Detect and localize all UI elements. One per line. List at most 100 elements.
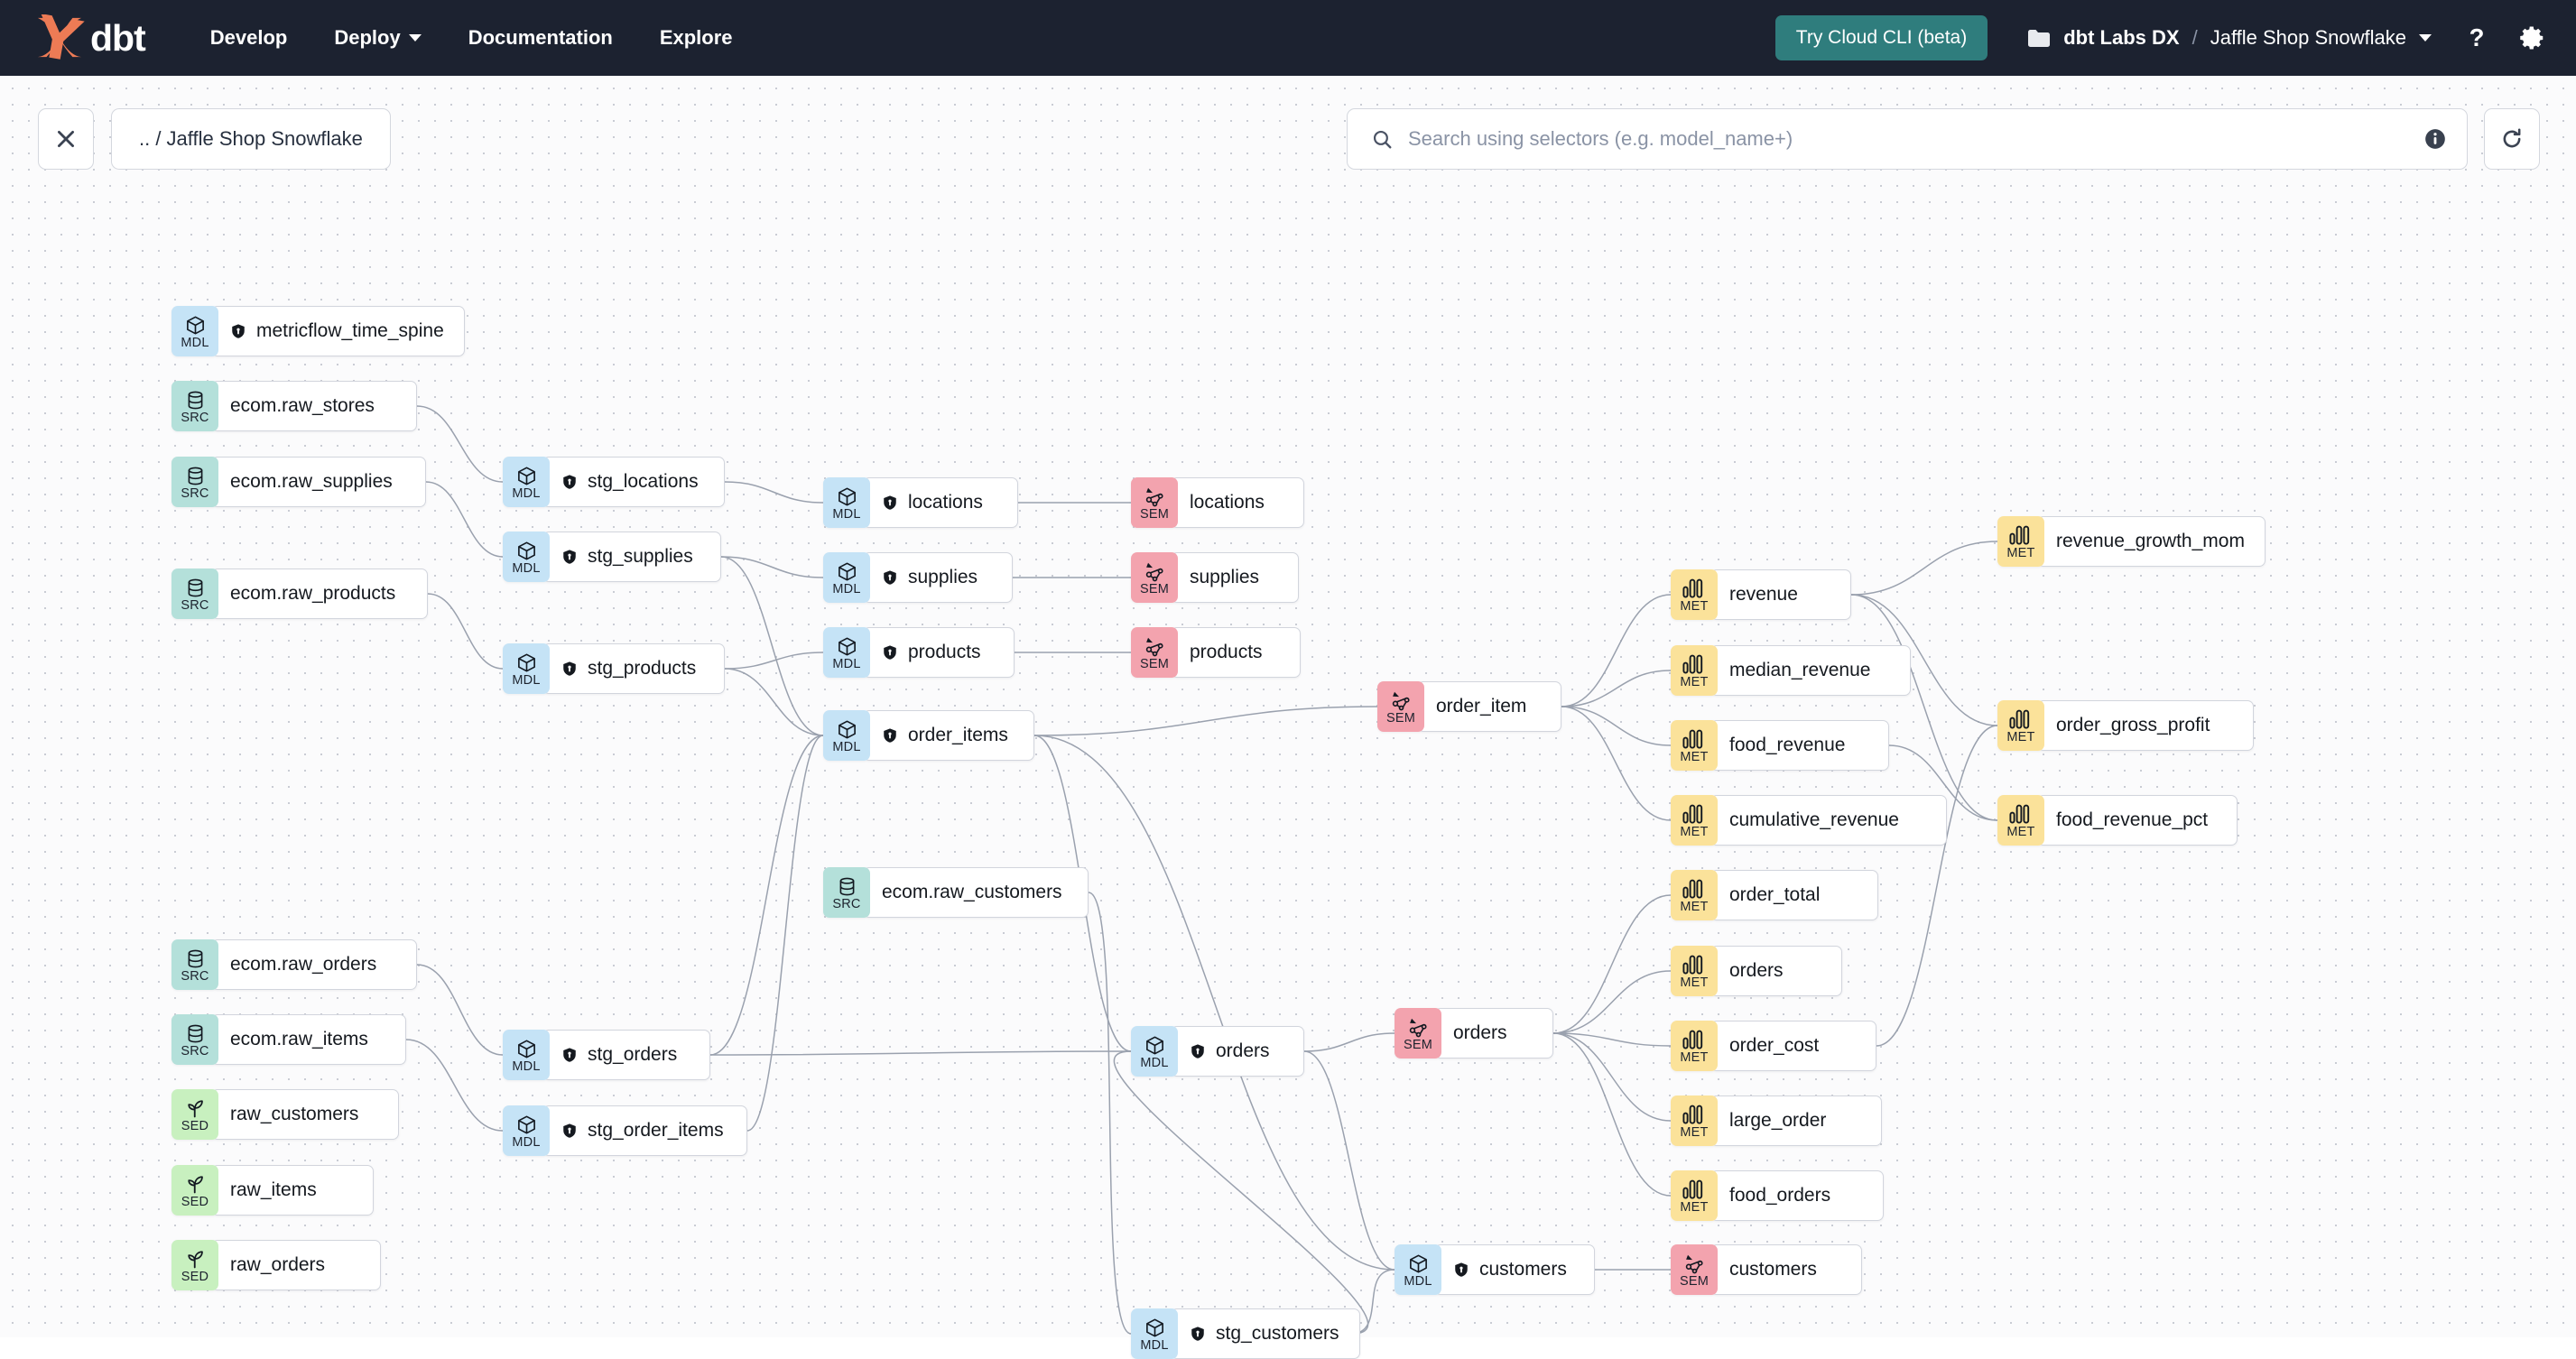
close-button[interactable] xyxy=(38,108,94,170)
try-cloud-cli-button[interactable]: Try Cloud CLI (beta) xyxy=(1774,15,1988,60)
node-body[interactable]: stg_products xyxy=(542,643,725,694)
nav-item-develop[interactable]: Develop xyxy=(187,17,311,59)
node-body[interactable]: stg_locations xyxy=(542,457,725,507)
node-body[interactable]: large_order xyxy=(1710,1096,1882,1146)
semantic-graph-icon xyxy=(1408,1016,1429,1038)
node-body[interactable]: food_orders xyxy=(1710,1170,1884,1221)
account-name[interactable]: dbt Labs DX xyxy=(2063,26,2180,49)
node-body[interactable]: ecom.raw_supplies xyxy=(211,457,426,507)
nav-item-explore[interactable]: Explore xyxy=(636,17,756,59)
node-body[interactable]: metricflow_time_spine xyxy=(211,306,465,356)
node-body[interactable]: order_item xyxy=(1417,681,1561,732)
project-selector[interactable]: Jaffle Shop Snowflake xyxy=(2210,26,2406,49)
node-body[interactable]: order_gross_profit xyxy=(2037,700,2254,751)
node-body[interactable]: stg_order_items xyxy=(542,1105,747,1156)
node-body[interactable]: stg_customers xyxy=(1171,1308,1360,1359)
help-icon[interactable]: ? xyxy=(2462,23,2491,52)
node-body[interactable]: orders xyxy=(1434,1008,1553,1059)
node-body[interactable]: median_revenue xyxy=(1710,645,1911,696)
node-body[interactable]: food_revenue_pct xyxy=(2037,795,2238,846)
node-body[interactable]: raw_customers xyxy=(211,1089,399,1140)
nav-item-deploy[interactable]: Deploy xyxy=(310,17,444,59)
node-body[interactable]: ecom.raw_orders xyxy=(211,939,417,990)
node-body[interactable]: products xyxy=(863,627,1015,678)
node-body[interactable]: raw_orders xyxy=(211,1240,381,1290)
lineage-canvas[interactable]: .. / Jaffle Shop Snowflake xyxy=(0,76,2576,1359)
node-body[interactable]: revenue xyxy=(1710,569,1851,620)
node-body[interactable]: raw_items xyxy=(211,1165,374,1216)
nav-item-documentation[interactable]: Documentation xyxy=(445,17,636,59)
search-input[interactable] xyxy=(1408,127,2423,151)
chevron-down-icon[interactable] xyxy=(2419,34,2432,42)
node-body[interactable]: ecom.raw_items xyxy=(211,1014,406,1065)
node-body[interactable]: supplies xyxy=(863,552,1013,603)
node-body[interactable]: ecom.raw_customers xyxy=(863,867,1089,918)
refresh-button[interactable] xyxy=(2484,108,2540,170)
node-body[interactable]: customers xyxy=(1710,1244,1862,1295)
node-body[interactable]: order_cost xyxy=(1710,1021,1876,1071)
gear-icon[interactable] xyxy=(2518,23,2547,52)
node-body[interactable]: order_items xyxy=(863,710,1034,761)
node-body[interactable]: order_total xyxy=(1710,870,1878,920)
node-body[interactable]: revenue_growth_mom xyxy=(2037,516,2266,567)
node-body[interactable]: orders xyxy=(1710,946,1842,996)
breadcrumb[interactable]: .. / Jaffle Shop Snowflake xyxy=(111,108,391,170)
dbt-logo[interactable]: dbt xyxy=(32,14,146,61)
node-body[interactable]: food_revenue xyxy=(1710,720,1889,771)
node-body[interactable]: cumulative_revenue xyxy=(1710,795,1947,846)
node-body[interactable]: ecom.raw_stores xyxy=(211,381,417,431)
node-body[interactable]: stg_orders xyxy=(542,1030,710,1080)
node-body[interactable]: ecom.raw_products xyxy=(211,569,428,619)
info-icon[interactable] xyxy=(2423,127,2447,151)
node-body[interactable]: customers xyxy=(1434,1244,1595,1295)
node-body[interactable]: locations xyxy=(1171,477,1304,528)
node-body[interactable]: products xyxy=(1171,627,1301,678)
search-bar[interactable] xyxy=(1347,108,2468,170)
node-body[interactable]: orders xyxy=(1171,1026,1304,1077)
node-body[interactable]: locations xyxy=(863,477,1018,528)
node-body[interactable]: stg_supplies xyxy=(542,532,721,582)
node-body[interactable]: supplies xyxy=(1171,552,1299,603)
